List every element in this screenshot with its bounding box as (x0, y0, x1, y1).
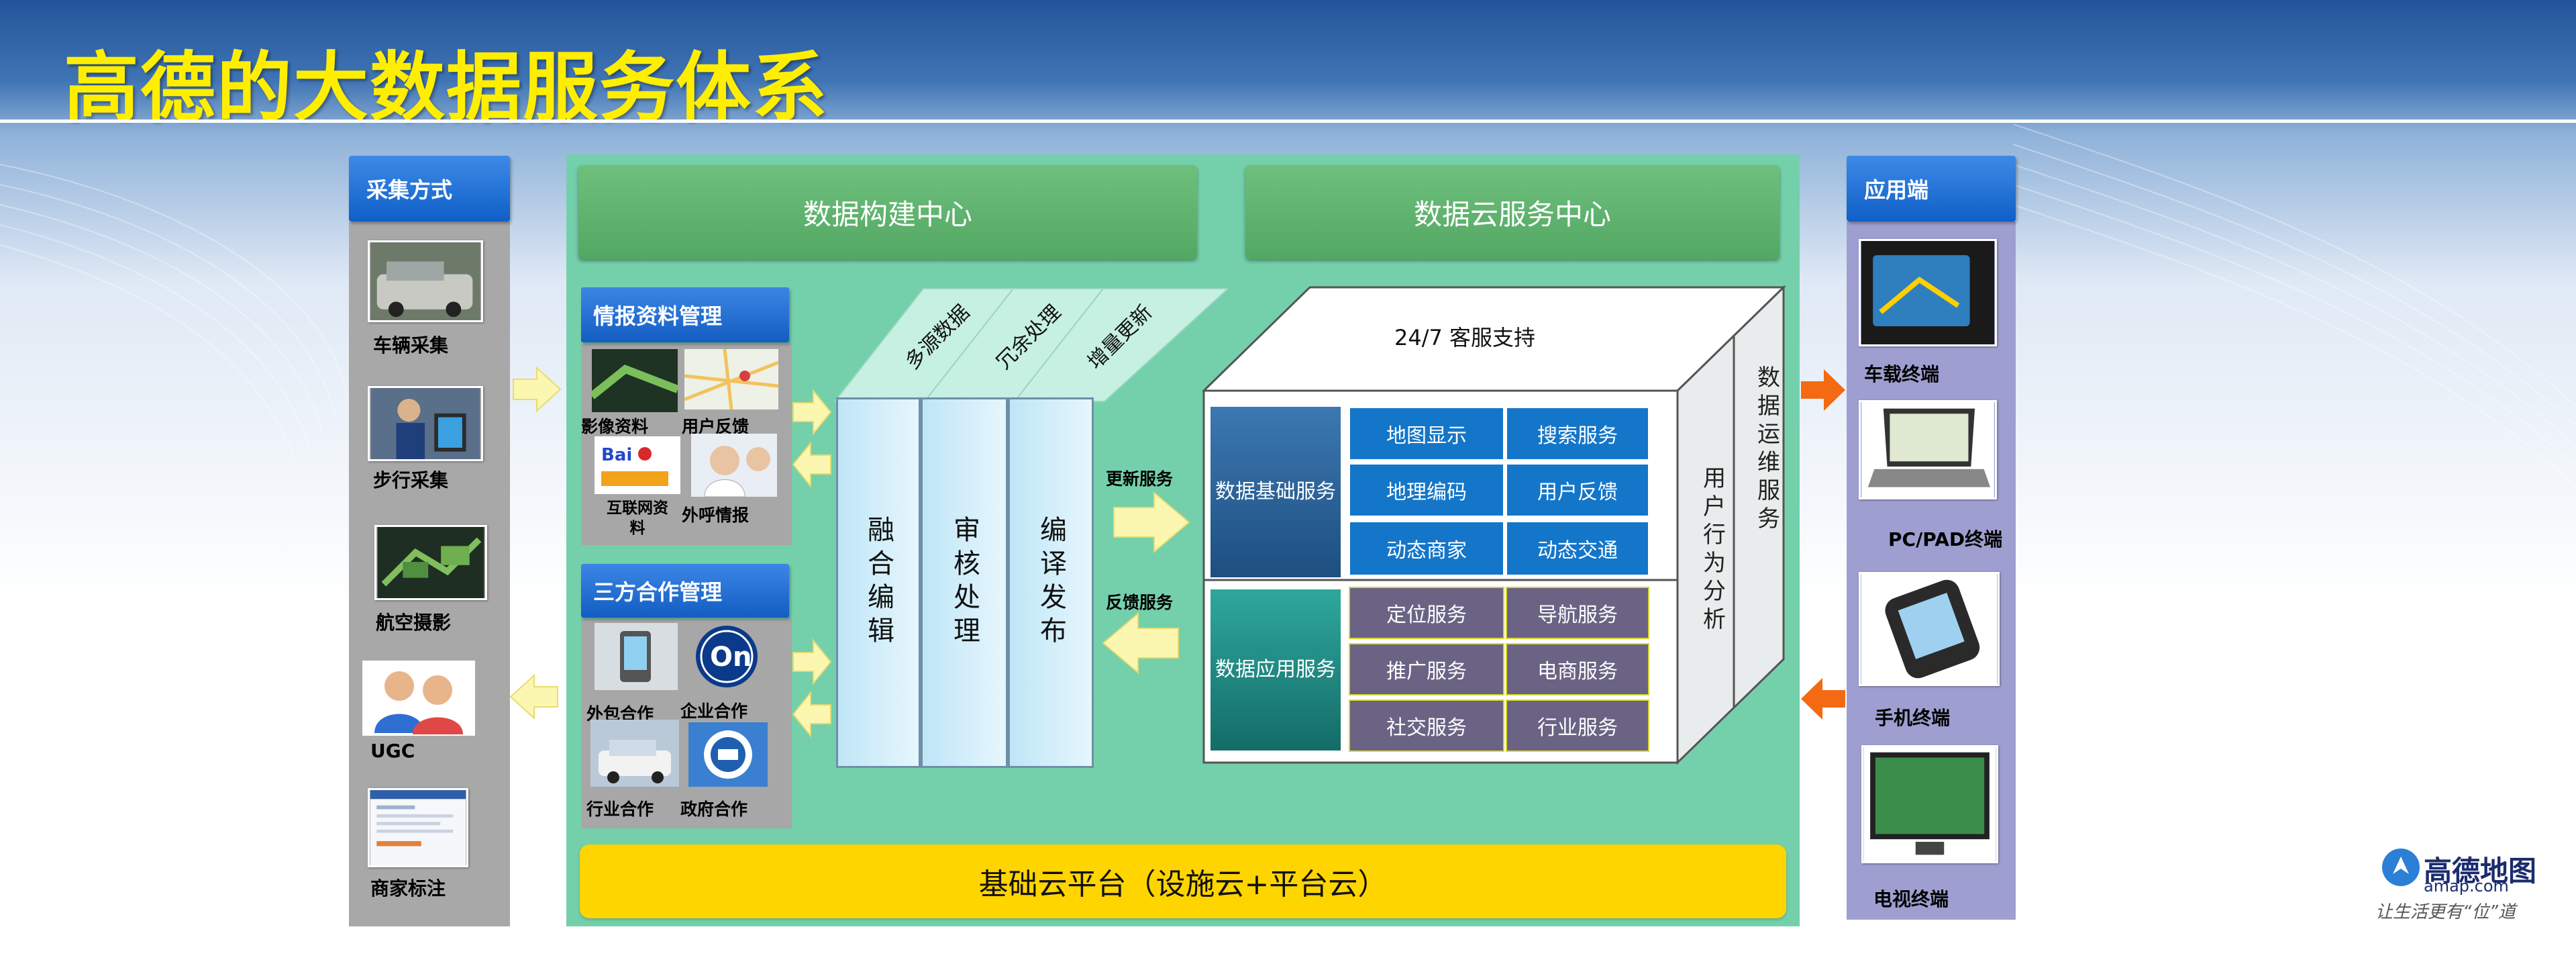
double-arrow-icon (792, 638, 832, 738)
walking-photo (368, 386, 483, 461)
svg-text:Bai: Bai (601, 445, 632, 465)
collection-label-vehicle: 车辆采集 (373, 334, 449, 356)
svc-location: 定位服务 (1349, 587, 1504, 639)
partner-label-industry: 行业合作 (586, 800, 654, 819)
svg-text:On: On (710, 642, 752, 673)
merchant-screenshot (368, 788, 468, 867)
update-arrow-icon (1113, 491, 1190, 554)
double-arrow-icon (792, 389, 832, 488)
svc-dynamic-merchant: 动态商家 (1349, 521, 1504, 576)
svc-navigation: 导航服务 (1506, 587, 1649, 639)
user-behavior-label: 用户行为分析 (1698, 466, 1726, 635)
enterprise-logo: On (696, 626, 758, 687)
intel-label-internet: 互联网资料 (607, 499, 668, 537)
aerial-photo (374, 525, 487, 600)
svc-social: 社交服务 (1349, 699, 1504, 752)
intel-label-feedback: 用户反馈 (682, 417, 750, 436)
data-ops-label: 数据运维服务 (1753, 365, 1780, 534)
laptop-photo (1859, 400, 1997, 499)
svc-dynamic-traffic: 动态交通 (1506, 521, 1649, 576)
base-service-block: 数据基础服务 (1210, 407, 1341, 577)
apps-header: 应用端 (1847, 156, 2016, 222)
app-label-tv: 电视终端 (1873, 888, 1949, 910)
feedback-arrow-icon (1102, 612, 1179, 675)
intel-label-callout: 外呼情报 (682, 505, 750, 525)
collection-label-ugc: UGC (370, 740, 415, 762)
arrow-right-orange-icon (1801, 369, 1845, 411)
logo-domain: amap.com (2424, 877, 2509, 896)
svc-map-display: 地图显示 (1349, 407, 1504, 461)
government-logo (688, 722, 768, 787)
title-divider (0, 119, 2576, 123)
partner-header: 三方合作管理 (581, 564, 789, 618)
process-top-band (835, 288, 1228, 402)
process-column-compile: 编译发布 (1008, 397, 1094, 768)
car-terminal-photo (1859, 239, 1997, 346)
svc-industry: 行业服务 (1506, 699, 1649, 752)
collection-label-aerial: 航空摄影 (376, 612, 452, 634)
logo-name: 高德地图 (2424, 855, 2537, 887)
cube-top-label: 24/7 客服支持 (1394, 325, 1536, 350)
phone-photo (1859, 572, 2000, 686)
arrow-left-orange-icon (1801, 678, 1845, 720)
svc-ecommerce: 电商服务 (1506, 643, 1649, 695)
amap-logo-icon (2382, 849, 2420, 886)
build-center-header: 数据构建中心 (578, 165, 1197, 259)
vehicle-photo (368, 240, 483, 322)
background-swirl (0, 124, 2576, 487)
industry-photo (590, 720, 679, 787)
collection-label-walking: 步行采集 (373, 469, 449, 491)
intel-label-image: 影像资料 (581, 417, 649, 436)
process-column-fusion: 融合编辑 (836, 397, 921, 768)
partner-label-government: 政府合作 (680, 800, 748, 819)
cloud-center-header: 数据云服务中心 (1245, 165, 1780, 259)
partner-label-enterprise: 企业合作 (680, 702, 748, 721)
feedback-map-photo (684, 349, 778, 409)
tv-photo (1861, 745, 1998, 863)
page-title: 高德的大数据服务体系 (64, 44, 829, 132)
svc-promotion: 推广服务 (1349, 643, 1504, 695)
update-service-label: 更新服务 (1106, 469, 1174, 489)
feedback-service-label: 反馈服务 (1106, 593, 1174, 612)
base-cloud-platform: 基础云平台（设施云+平台云） (580, 844, 1786, 918)
app-service-block: 数据应用服务 (1210, 589, 1341, 751)
collection-label-merchant: 商家标注 (370, 877, 446, 900)
app-label-phone: 手机终端 (1875, 707, 1951, 729)
users-icon (362, 661, 475, 736)
collection-header: 采集方式 (349, 156, 510, 222)
svc-user-feedback: 用户反馈 (1506, 463, 1649, 517)
logo-slogan: 让生活更有“位”道 (2375, 902, 2516, 922)
process-column-review: 审核处理 (921, 397, 1008, 768)
outsourcing-photo (595, 623, 678, 690)
arrow-left-icon (509, 673, 558, 720)
app-label-car: 车载终端 (1864, 363, 1940, 385)
intel-header: 情报资料管理 (581, 287, 789, 342)
svc-geocode: 地理编码 (1349, 463, 1504, 517)
call-center-photo (691, 434, 777, 497)
svc-search: 搜索服务 (1506, 407, 1649, 461)
internet-logos: Bai (595, 436, 680, 494)
app-label-pc: PC/PAD终端 (1888, 528, 2003, 550)
arrow-right-icon (513, 366, 562, 413)
image-data-photo (592, 349, 678, 412)
